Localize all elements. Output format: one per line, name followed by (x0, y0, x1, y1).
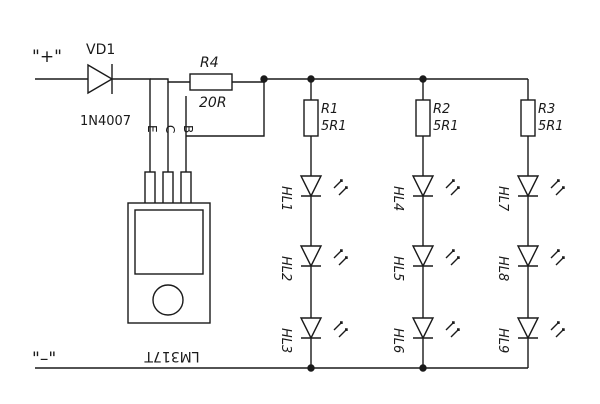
r2-ref-label: R2 (433, 102, 450, 117)
led-branch-2 (411, 79, 435, 368)
r3-ref-label: R3 (538, 102, 555, 117)
resistor-r4 (189, 73, 233, 91)
led-hl7-label: HL7 (495, 186, 510, 212)
regulator-lm317t (127, 171, 211, 324)
r3-value-label: 5R1 (538, 119, 564, 134)
r1-value-label: 5R1 (321, 119, 347, 134)
diode-vd1 (87, 63, 114, 95)
resistor-r2 (415, 99, 431, 137)
resistor-r1 (303, 99, 319, 137)
junction-dot (260, 75, 268, 83)
led-branch-3 (516, 79, 540, 368)
r4-output-wire (232, 78, 528, 83)
led-hl1-label: HL1 (278, 186, 293, 211)
plus-terminal-label: "+" (32, 47, 62, 67)
led-hl9-label: HL9 (495, 328, 510, 353)
r4-ref-label: R4 (200, 55, 219, 71)
light-emission-icon (333, 179, 565, 338)
led-hl6-label: HL6 (390, 328, 405, 353)
r1-ref-label: R1 (321, 102, 338, 117)
pin-c-label: C (163, 125, 177, 133)
pin-e-label: E (145, 125, 159, 133)
regulator-part-label: LM317T (144, 348, 200, 364)
pin-b-label: B (181, 125, 195, 133)
r2-value-label: 5R1 (433, 119, 459, 134)
led-branch-1 (299, 79, 323, 368)
resistor-r3 (520, 99, 536, 137)
diode-ref-label: VD1 (86, 42, 115, 58)
led-hl2-label: HL2 (278, 256, 293, 281)
led-hl8-label: HL8 (495, 256, 510, 281)
led-hl5-label: HL5 (390, 256, 405, 281)
led-hl4-label: HL4 (390, 186, 405, 211)
r4-value-label: 20R (199, 95, 227, 111)
led-hl3-label: HL3 (278, 328, 293, 353)
diode-part-label: 1N4007 (80, 114, 131, 129)
regulator-b-wire (185, 79, 265, 175)
minus-terminal-label: "–" (32, 349, 56, 369)
r4-input-wire (150, 78, 190, 83)
